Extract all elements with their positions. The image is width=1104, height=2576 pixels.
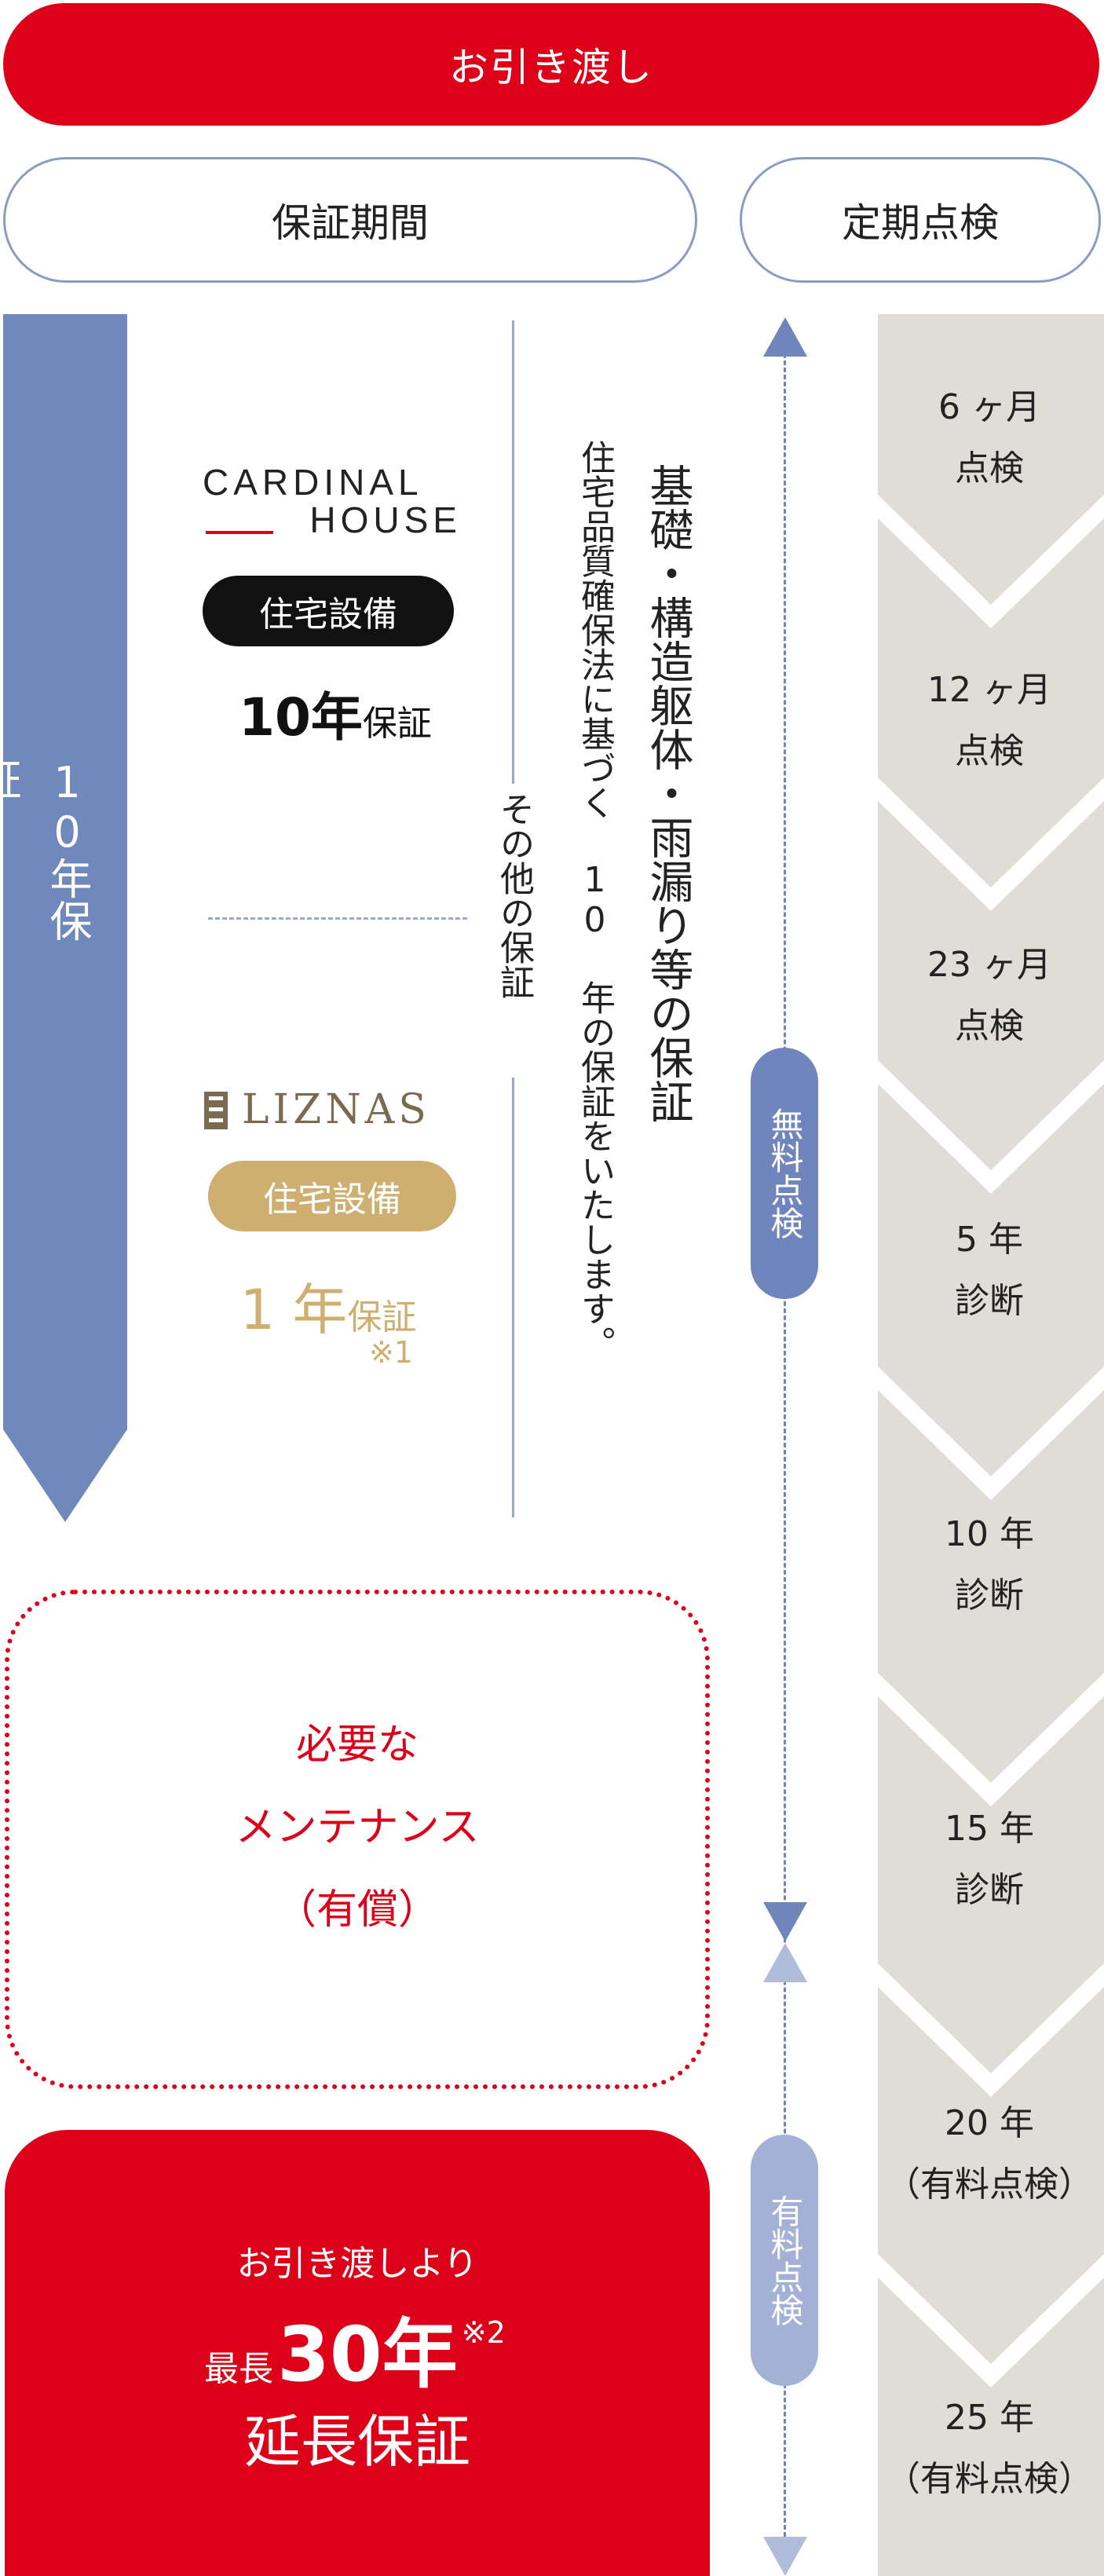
other-warranty-line-bottom	[512, 1078, 514, 1517]
inspection-time: 12 ヶ月	[927, 670, 1051, 710]
extended-warranty-box: お引き渡しより 最長 30年 ※2 延長保証	[5, 2130, 710, 2576]
inspection-time: 6 ヶ月	[938, 387, 1040, 427]
inspection-header: 定期点検	[740, 157, 1101, 283]
cardinal-logo-line2: HOUSE	[309, 499, 462, 540]
cardinal-years: 10年	[239, 687, 363, 748]
extended-warranty-line2: 最長 30年 ※2	[204, 2293, 506, 2399]
warranty-bar-arrow	[3, 314, 127, 1522]
liznas-badge-label: 住宅設備	[263, 1180, 401, 1220]
structure-warranty-desc: 住宅品質確保法に基づく 10 年の保証をいたします。	[575, 440, 615, 1360]
inspection-item: 23 ヶ月 点検	[879, 935, 1099, 1057]
cardinal-equipment-badge: 住宅設備	[203, 576, 454, 646]
liznas-logo-text: LIZNAS	[242, 1086, 430, 1133]
cardinal-logo-redline	[206, 531, 273, 534]
timeline-arrow-up-icon	[763, 317, 807, 357]
inspection-item: 10 年 診断	[879, 1504, 1099, 1626]
maintenance-line3: （有償）	[275, 1886, 439, 1934]
inspection-time: 10 年	[945, 1514, 1034, 1554]
cardinal-logo-line1: CARDINAL	[203, 462, 423, 503]
inspection-item: 25 年 （有料点検）	[879, 2388, 1099, 2510]
inspection-time: 5 年	[956, 1220, 1023, 1260]
other-warranty-line-top	[512, 320, 514, 784]
inspection-type: 点検	[955, 1006, 1024, 1046]
inspection-time: 15 年	[945, 1809, 1034, 1849]
inspection-time: 20 年	[945, 2103, 1034, 2143]
timeline-arrow-down-light-icon	[763, 2537, 807, 2576]
maintenance-line2: メンテナンス	[235, 1804, 480, 1851]
timeline-line	[784, 353, 786, 2537]
liznas-warranty-years: 1 年保証	[210, 1266, 446, 1345]
liznas-suffix: 保証	[347, 1297, 417, 1337]
warranty-period-header: 保証期間	[3, 157, 697, 283]
delivery-label: お引き渡し	[449, 45, 653, 90]
inspection-type: 点検	[955, 448, 1024, 488]
maintenance-box	[5, 1590, 710, 2089]
inspection-type: （有料点検）	[886, 2164, 1093, 2205]
inspection-label: 定期点検	[842, 200, 999, 246]
liznas-note: ※1	[369, 1335, 414, 1370]
cardinal-suffix: 保証	[362, 704, 432, 744]
inspection-item: 5 年 診断	[879, 1209, 1099, 1332]
warranty-bar-label: 10年保証	[0, 758, 92, 942]
inspection-time: 23 ヶ月	[927, 945, 1051, 985]
paid-inspection-badge: 有料点検	[751, 2135, 818, 2386]
inspection-chevrons	[878, 314, 1104, 2576]
delivery-banner: お引き渡し	[3, 3, 1099, 126]
timeline-arrow-down-icon	[763, 1902, 807, 1941]
inspection-item: 6 ヶ月 点検	[879, 377, 1099, 499]
warranty-period-label: 保証期間	[272, 200, 429, 246]
inspection-item: 20 年 （有料点検）	[879, 2093, 1099, 2216]
extended-max: 最長	[204, 2349, 273, 2389]
inspection-type: 診断	[955, 1281, 1024, 1321]
cardinal-badge-label: 住宅設備	[259, 595, 397, 635]
inspection-item: 12 ヶ月 点検	[879, 660, 1099, 782]
inspection-time: 25 年	[945, 2398, 1034, 2438]
maintenance-line1: 必要な	[295, 1722, 419, 1769]
maintenance-text: 必要な メンテナンス （有償）	[5, 1704, 710, 1952]
timeline-arrow-up-light-icon	[763, 1943, 807, 1982]
free-inspection-badge: 無料点検	[751, 1048, 818, 1299]
inspection-type: （有料点検）	[886, 2459, 1093, 2499]
cardinal-warranty-years: 10年保証	[206, 675, 465, 751]
inspection-item: 15 年 診断	[879, 1798, 1099, 1921]
extended-years: 30年	[277, 2311, 458, 2399]
liznas-years: 1 年	[239, 1278, 348, 1342]
inspection-type: 点検	[955, 731, 1024, 771]
extended-warranty-line3: 延長保証	[243, 2409, 470, 2475]
liznas-mark-icon	[204, 1092, 228, 1129]
structure-warranty-title: 基礎・構造躯体・雨漏り等の保証	[642, 463, 693, 1123]
inspection-type: 診断	[955, 1870, 1024, 1910]
extended-note: ※2	[461, 2315, 506, 2350]
inspection-type: 診断	[955, 1575, 1024, 1615]
liznas-equipment-badge: 住宅設備	[208, 1161, 456, 1231]
cardinal-house-logo: CARDINAL HOUSE	[203, 463, 462, 539]
section-divider	[208, 917, 467, 920]
liznas-logo: LIZNAS	[203, 1089, 470, 1131]
extended-warranty-line1: お引き渡しより	[236, 2244, 478, 2284]
other-warranty-label: その他の保証	[494, 792, 534, 999]
